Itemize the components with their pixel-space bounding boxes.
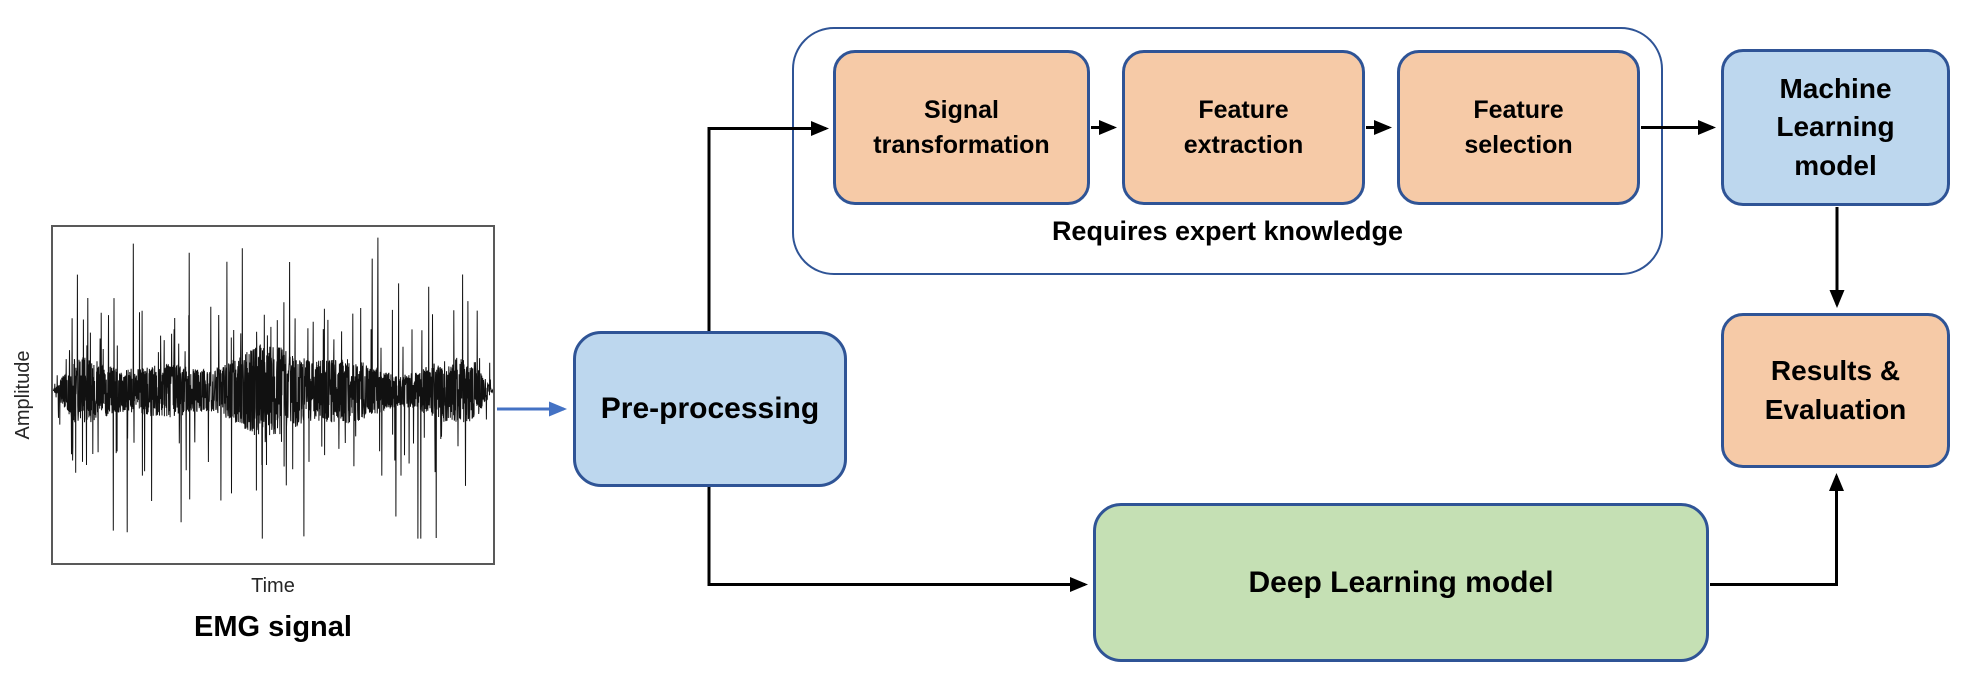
node-preprocessing: Pre-processing xyxy=(573,331,847,487)
node-deep-learning-model: Deep Learning model xyxy=(1093,503,1709,662)
node-feature-selection-label: Feature selection xyxy=(1464,96,1573,159)
node-results-evaluation-label: Results & Evaluation xyxy=(1764,354,1907,425)
node-preprocessing-label: Pre-processing xyxy=(600,392,820,426)
node-results-evaluation: Results & Evaluation xyxy=(1721,313,1950,468)
emg-plot-frame xyxy=(51,225,495,565)
node-machine-learning-model: Machine Learning model xyxy=(1721,49,1950,206)
emg-waveform xyxy=(53,237,493,539)
node-feature-extraction: Feature extraction xyxy=(1122,50,1365,205)
node-signal-transformation: Signal transformation xyxy=(833,50,1090,205)
emg-ylabel: Amplitude xyxy=(12,350,34,440)
arrow-preprocessing-to-deep-learning xyxy=(707,487,1088,592)
node-feature-selection: Feature selection xyxy=(1397,50,1640,205)
expert-knowledge-label: Requires expert knowledge xyxy=(1051,216,1404,246)
node-feature-extraction-label: Feature extraction xyxy=(1183,96,1304,159)
emg-caption: EMG signal xyxy=(194,611,352,643)
node-machine-learning-model-label: Machine Learning model xyxy=(1776,72,1895,181)
node-deep-learning-model-label: Deep Learning model xyxy=(1248,565,1554,599)
arrow-deep-learning-to-results xyxy=(1710,473,1844,586)
node-signal-transformation-label: Signal transformation xyxy=(873,96,1050,159)
emg-xlabel: Time xyxy=(251,575,295,597)
